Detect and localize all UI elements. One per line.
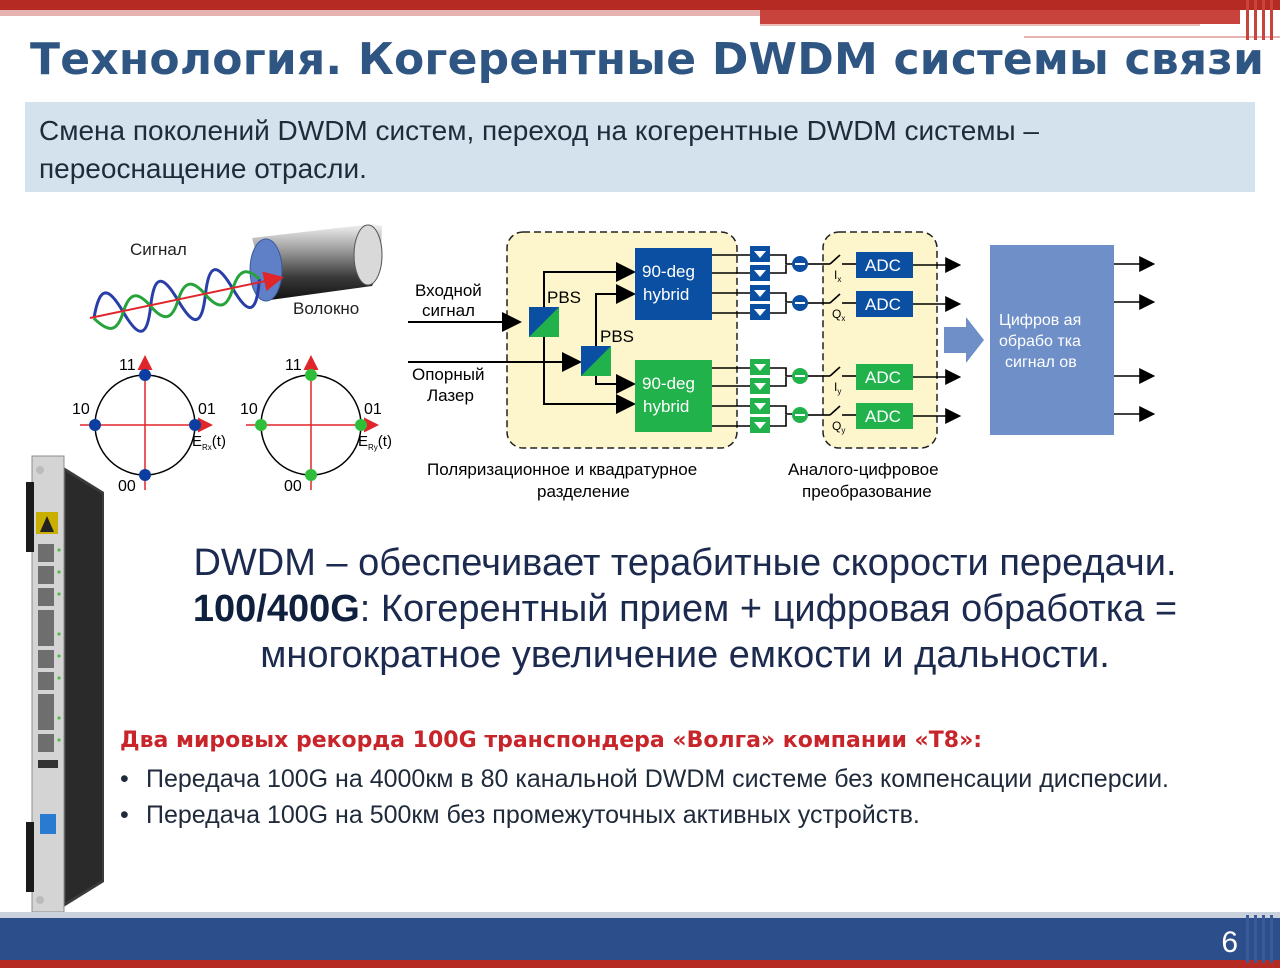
adc-label-qx: ADC: [865, 295, 901, 314]
records-list: • Передача 100G на 4000км в 80 канальной …: [120, 762, 1220, 834]
input-signal-label-2: сигнал: [422, 301, 475, 320]
const-x-right: 01: [198, 401, 216, 418]
ix-label: Ix: [834, 268, 841, 284]
corner-decoration-bottom: [1246, 915, 1273, 963]
signal-fiber-illustration: Сигнал Волокно: [89, 224, 383, 333]
pbs-label-2: PBS: [600, 327, 634, 346]
const-y-right: 01: [364, 401, 382, 418]
ref-laser-label-2: Лазер: [427, 386, 474, 405]
main-line-3: многократное увеличение емкости и дально…: [260, 634, 1110, 676]
main-line-2-bold: 100/400G: [192, 588, 360, 630]
const-x-left: 10: [72, 401, 90, 418]
subtitle-text: Смена поколений DWDM систем, переход на …: [39, 112, 1239, 188]
hybrid-y-label-2: hybrid: [643, 397, 689, 416]
input-signal-label-1: Входной: [415, 281, 482, 300]
subtractors: [792, 256, 808, 423]
const-x-top: 11: [119, 357, 136, 374]
transponder-card-image: [26, 455, 104, 913]
main-statement: DWDM – обеспечивает терабитные скорости …: [110, 540, 1260, 678]
record-item-2: Передача 100G на 500км без промежуточных…: [146, 801, 920, 829]
constellation-y: 11 10 01 00 ERy(t): [240, 355, 392, 495]
dsp-outputs: [1114, 256, 1156, 422]
qy-label: Qy: [832, 419, 845, 435]
records-title: Два мировых рекорда 100G транспондера «В…: [120, 728, 983, 753]
top-red-bar: [0, 0, 1280, 10]
dsp-label-1: Цифров ая: [999, 312, 1081, 329]
polar-caption-1: Поляризационное и квадратурное: [427, 460, 697, 479]
bullet-icon: •: [120, 765, 129, 793]
main-line-2-rest: : Когерентный прием + цифровая обработка…: [359, 588, 1178, 630]
const-x-axis-label: ERx(t): [192, 433, 226, 452]
hybrid-y-label-1: 90-deg: [642, 374, 695, 393]
adc-box-iy: [856, 364, 913, 390]
main-line-1: DWDM – обеспечивает терабитные скорости …: [193, 542, 1177, 584]
footer-grey-bar: [0, 912, 1280, 918]
adc-label-qy: ADC: [865, 407, 901, 426]
slide-title: Технология. Когерентные DWDM системы свя…: [30, 34, 1265, 85]
const-y-top: 11: [285, 357, 302, 374]
polar-caption-2: разделение: [537, 482, 630, 501]
pbs-label-1: PBS: [547, 288, 581, 307]
adc-block: Ix Qx Iy Qy ADC ADC ADC ADC Аналого-цифр…: [788, 231, 962, 501]
photodiodes: [750, 246, 822, 433]
adc-caption-2: преобразование: [802, 482, 932, 501]
const-x-bottom: 00: [118, 478, 136, 495]
iy-label: Iy: [834, 380, 841, 396]
adc-caption-1: Аналого-цифровое: [788, 460, 939, 479]
corner-decoration-top: [1246, 0, 1273, 40]
adc-label-ix: ADC: [865, 256, 901, 275]
list-item: • Передача 100G на 500км без промежуточны…: [120, 798, 1220, 832]
dsp-box: [990, 245, 1114, 435]
top-pink-bar: [0, 10, 760, 16]
dsp-input-arrow: [944, 317, 984, 363]
hybrid-y-box: [635, 360, 712, 432]
const-y-bottom: 00: [284, 478, 302, 495]
qx-label: Qx: [832, 307, 845, 323]
dsp-label-2: обрабо тка: [999, 333, 1081, 350]
main-line-2: 100/400G: Когерентный прием + цифровая о…: [110, 586, 1260, 632]
subtitle-line-2: переоснащение отрасли.: [39, 153, 367, 184]
ref-laser-label-1: Опорный: [412, 365, 484, 384]
coherent-receiver-diagram: Сигнал Волокно 11 10 01 00 ERx(t) 11 10 …: [72, 224, 1156, 501]
bullet-icon: •: [120, 801, 129, 829]
page-number: 6: [1221, 926, 1238, 959]
top-thin-line: [1024, 36, 1280, 38]
adc-box-ix: [856, 252, 913, 278]
footer-blue-bar: [0, 918, 1280, 960]
record-item-1: Передача 100G на 4000км в 80 канальной D…: [146, 765, 1169, 793]
top-stripe-bar: [760, 10, 1240, 24]
top-accent-line: [760, 24, 1200, 26]
const-y-left: 10: [240, 401, 258, 418]
footer-red-bar: [0, 960, 1280, 968]
hybrid-x-label-1: 90-deg: [642, 262, 695, 281]
photodiode-group-x: [750, 246, 770, 320]
subtitle-box: Смена поколений DWDM систем, переход на …: [25, 102, 1255, 192]
adc-label-iy: ADC: [865, 368, 901, 387]
fiber-label: Волокно: [293, 299, 359, 318]
list-item: • Передача 100G на 4000км в 80 канальной …: [120, 762, 1220, 796]
hybrid-x-box: [635, 248, 712, 320]
polarization-quadrature-block: Входной сигнал Опорный Лазер PBS PBS 90-…: [408, 231, 750, 501]
hybrid-x-label-2: hybrid: [643, 285, 689, 304]
const-y-axis-label: ERy(t): [358, 433, 392, 452]
signal-label: Сигнал: [130, 240, 187, 259]
constellation-x: 11 10 01 00 ERx(t): [72, 355, 226, 495]
subtitle-line-1: Смена поколений DWDM систем, переход на …: [39, 115, 1039, 146]
adc-box-qx: [856, 291, 913, 317]
adc-box-qy: [856, 403, 913, 429]
dsp-label-3: сигнал ов: [1005, 354, 1077, 371]
